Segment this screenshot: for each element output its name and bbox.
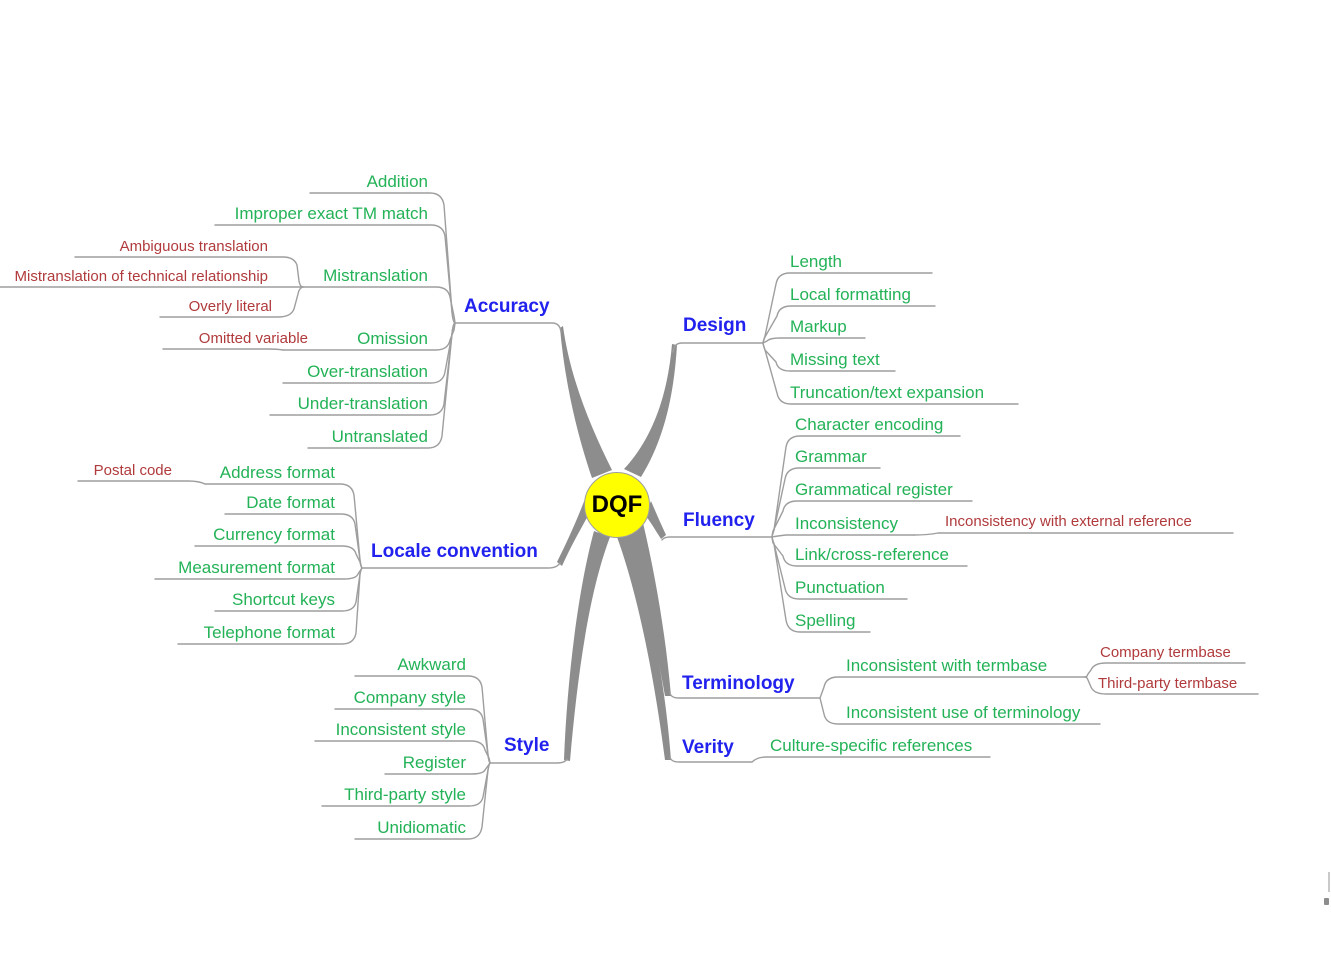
item-register: Register (402, 753, 466, 772)
item-inconsistent-use-of-terminology: Inconsistent use of terminology (846, 703, 1081, 722)
subitem-postal-code: Postal code (93, 462, 172, 479)
accuracy-lines (0, 192, 562, 449)
branch-verity (617, 532, 671, 760)
fluency-lines (661, 435, 1234, 633)
branch-accuracy (560, 326, 612, 478)
item-company-style: Company style (353, 688, 466, 707)
item-link-cross-reference: Link/cross-reference (795, 545, 950, 564)
topic-fluency: Fluency (683, 510, 755, 531)
style-lines (314, 675, 568, 840)
subitem-overly-literal: Overly literal (188, 298, 272, 315)
branch-fluency (645, 501, 666, 539)
item-awkward: Awkward (397, 655, 466, 674)
item-punctuation: Punctuation (795, 578, 885, 597)
item-length: Length (790, 252, 842, 271)
item-spelling: Spelling (795, 611, 856, 630)
item-untranslated: Untranslated (331, 427, 428, 446)
terminology-lines (669, 662, 1259, 725)
item-inconsistent-style: Inconsistent style (335, 720, 466, 739)
verity-lines (669, 756, 991, 763)
item-date-format: Date format (246, 493, 335, 512)
item-inconsistent-with-termbase: Inconsistent with termbase (846, 656, 1048, 675)
subitem-third-party-termbase: Third-party termbase (1098, 675, 1238, 692)
topic-accuracy: Accuracy (464, 296, 550, 317)
topic-terminology: Terminology (682, 673, 795, 694)
item-grammatical-register: Grammatical register (795, 480, 953, 499)
item-third-party-style: Third-party style (344, 785, 466, 804)
item-over-translation: Over-translation (307, 362, 428, 381)
item-character-encoding: Character encoding (795, 415, 944, 434)
branch-terminology (629, 523, 671, 696)
item-shortcut-keys: Shortcut keys (232, 590, 335, 609)
item-unidiomatic: Unidiomatic (377, 818, 466, 837)
item-culture-specific-references: Culture-specific references (770, 736, 973, 755)
subitem-ambiguous-translation: Ambiguous translation (119, 238, 268, 255)
item-currency-format: Currency format (213, 525, 335, 544)
item-mistranslation: Mistranslation (323, 266, 428, 285)
item-under-translation: Under-translation (297, 394, 428, 413)
item-inconsistency: Inconsistency (795, 514, 898, 533)
item-grammar: Grammar (795, 447, 867, 466)
branch-design (624, 344, 677, 477)
design-lines (672, 272, 1019, 405)
locale-lines (77, 480, 561, 645)
branch-locale (557, 499, 589, 566)
item-measurement-format: Measurement format (178, 558, 335, 577)
edge-artifact-line (1328, 872, 1330, 892)
subitem-mistranslation-of-technical-relationship: Mistranslation of technical relationship (14, 268, 268, 285)
edge-artifact-dot (1324, 898, 1329, 905)
subitem-inconsistency-with-external-reference: Inconsistency with external reference (945, 513, 1192, 530)
topic-locale-convention: Locale convention (371, 541, 538, 562)
item-local-formatting: Local formatting (790, 285, 911, 304)
center-node-dqf: DQF (584, 472, 650, 538)
item-truncation-text-expansion: Truncation/text expansion (790, 383, 985, 402)
topic-design: Design (683, 315, 747, 336)
center-node-label: DQF (591, 491, 643, 518)
topic-style: Style (504, 735, 550, 756)
subitem-omitted-variable: Omitted variable (198, 330, 308, 347)
main-branches (557, 326, 677, 761)
item-improper-exact-tm-match: Improper exact TM match (234, 204, 428, 223)
item-missing-text: Missing text (790, 350, 880, 369)
item-markup: Markup (790, 317, 847, 336)
branch-style (564, 531, 610, 761)
item-telephone-format: Telephone format (203, 623, 335, 642)
item-addition: Addition (366, 172, 428, 191)
item-omission: Omission (357, 329, 428, 348)
topic-verity: Verity (682, 737, 734, 758)
item-address-format: Address format (219, 463, 335, 482)
subitem-company-termbase: Company termbase (1100, 644, 1231, 661)
